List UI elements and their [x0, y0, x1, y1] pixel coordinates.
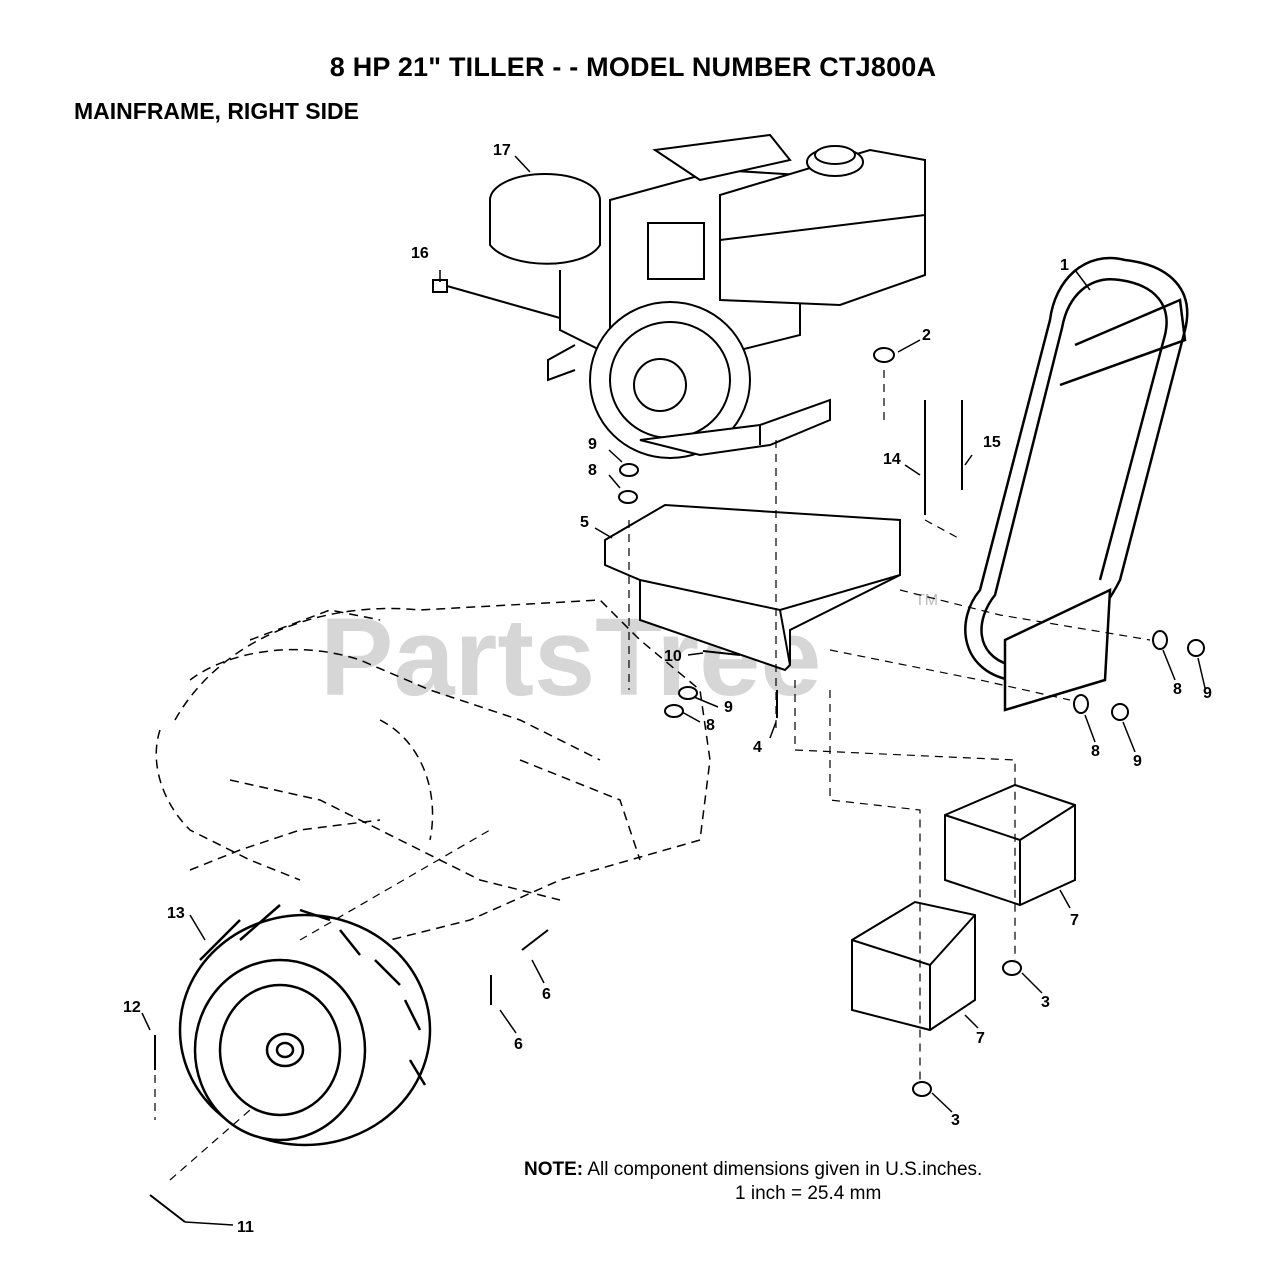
callout-14: 14 [883, 451, 901, 468]
callout-10: 10 [664, 648, 682, 665]
callout-9: 9 [588, 436, 597, 453]
callout-16: 16 [411, 245, 429, 262]
callout-1: 1 [1060, 257, 1069, 274]
callout-5: 5 [580, 514, 589, 531]
tiller-body-outline [155, 599, 711, 941]
callout-15: 15 [983, 434, 1001, 451]
callout-4: 4 [753, 739, 762, 756]
section-title: MAINFRAME, RIGHT SIDE [74, 98, 359, 124]
callout-7: 7 [1070, 912, 1079, 929]
callout-8: 8 [1173, 681, 1182, 698]
note-label: NOTE: [524, 1159, 584, 1180]
callout-3: 3 [1041, 994, 1050, 1011]
engine [489, 133, 926, 459]
callout-6: 6 [542, 986, 551, 1003]
page-title: 8 HP 21" TILLER - - MODEL NUMBER CTJ800A [329, 52, 937, 82]
weight-upper [944, 783, 1076, 907]
weight-lower [851, 900, 976, 1032]
note-conversion: 1 inch = 25.4 mm [735, 1183, 882, 1204]
callout-11: 11 [237, 1219, 254, 1236]
note-text: All component dimensions given in U.S.in… [587, 1159, 983, 1180]
dimension-note: NOTE: All component dimensions given in … [524, 1159, 982, 1181]
callout-8: 8 [706, 717, 715, 734]
callout-6: 6 [514, 1036, 523, 1053]
callout-17: 17 [493, 142, 511, 159]
wheel-and-tire [178, 904, 432, 1147]
front-bumper [964, 256, 1189, 712]
watermark-tm: TM [915, 592, 938, 609]
assembly-lines [154, 370, 1151, 1181]
callout-7: 7 [976, 1030, 985, 1047]
callout-3: 3 [951, 1112, 960, 1129]
callout-labels: 1 2 3 3 4 5 6 6 7 7 8 8 8 8 9 9 9 9 10 1… [123, 142, 1212, 1236]
callout-8: 8 [588, 462, 597, 479]
callout-2: 2 [922, 327, 931, 344]
callout-8: 8 [1091, 743, 1100, 760]
callout-12: 12 [123, 999, 141, 1016]
callout-9: 9 [724, 699, 733, 716]
hardware [149, 347, 1205, 1223]
leader-lines [141, 155, 1206, 1226]
callout-9: 9 [1203, 685, 1212, 702]
tie-strap [432, 279, 561, 319]
callout-13: 13 [167, 905, 185, 922]
callout-9: 9 [1133, 753, 1142, 770]
mounting-plate [604, 503, 901, 672]
